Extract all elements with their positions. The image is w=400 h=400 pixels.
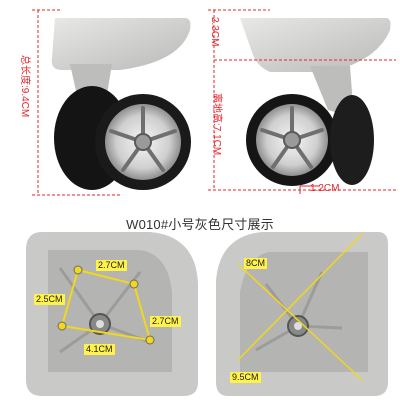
- mount-plate-right-illustration: [216, 232, 388, 396]
- dimension-top-label: 2.7CM: [96, 260, 127, 271]
- wheel-front-illustration: [208, 9, 396, 194]
- mount-plate-left-photo: 2.7CM 2.5CM 2.7CM 4.1CM: [20, 232, 202, 400]
- wheel-front-photo: 2.3CM 离地高:7.1CM 1.2CM: [200, 0, 400, 205]
- ground-height-label: 离地高:7.1CM: [211, 93, 222, 156]
- total-height-label: 总长度:9.4CM: [19, 55, 30, 118]
- mount-plate-left-illustration: [26, 232, 198, 396]
- diagonal-top-label: 8CM: [244, 258, 268, 269]
- mount-plate-right-photo: 8CM 9.5CM: [212, 232, 392, 400]
- wheel-side-photo: 总长度:9.4CM: [0, 0, 200, 205]
- product-caption: W010#小号灰色尺寸展示: [126, 217, 274, 232]
- wheel-side-illustration: [32, 9, 191, 196]
- bottom-offset-label: 1.2CM: [310, 183, 340, 194]
- dimension-bottom-label: 4.1CM: [84, 344, 115, 355]
- top-offset-label: 2.3CM: [209, 17, 220, 47]
- dimension-left-label: 2.5CM: [34, 294, 65, 305]
- dimension-right-label: 2.7CM: [150, 316, 181, 327]
- diagonal-bottom-label: 9.5CM: [230, 372, 261, 383]
